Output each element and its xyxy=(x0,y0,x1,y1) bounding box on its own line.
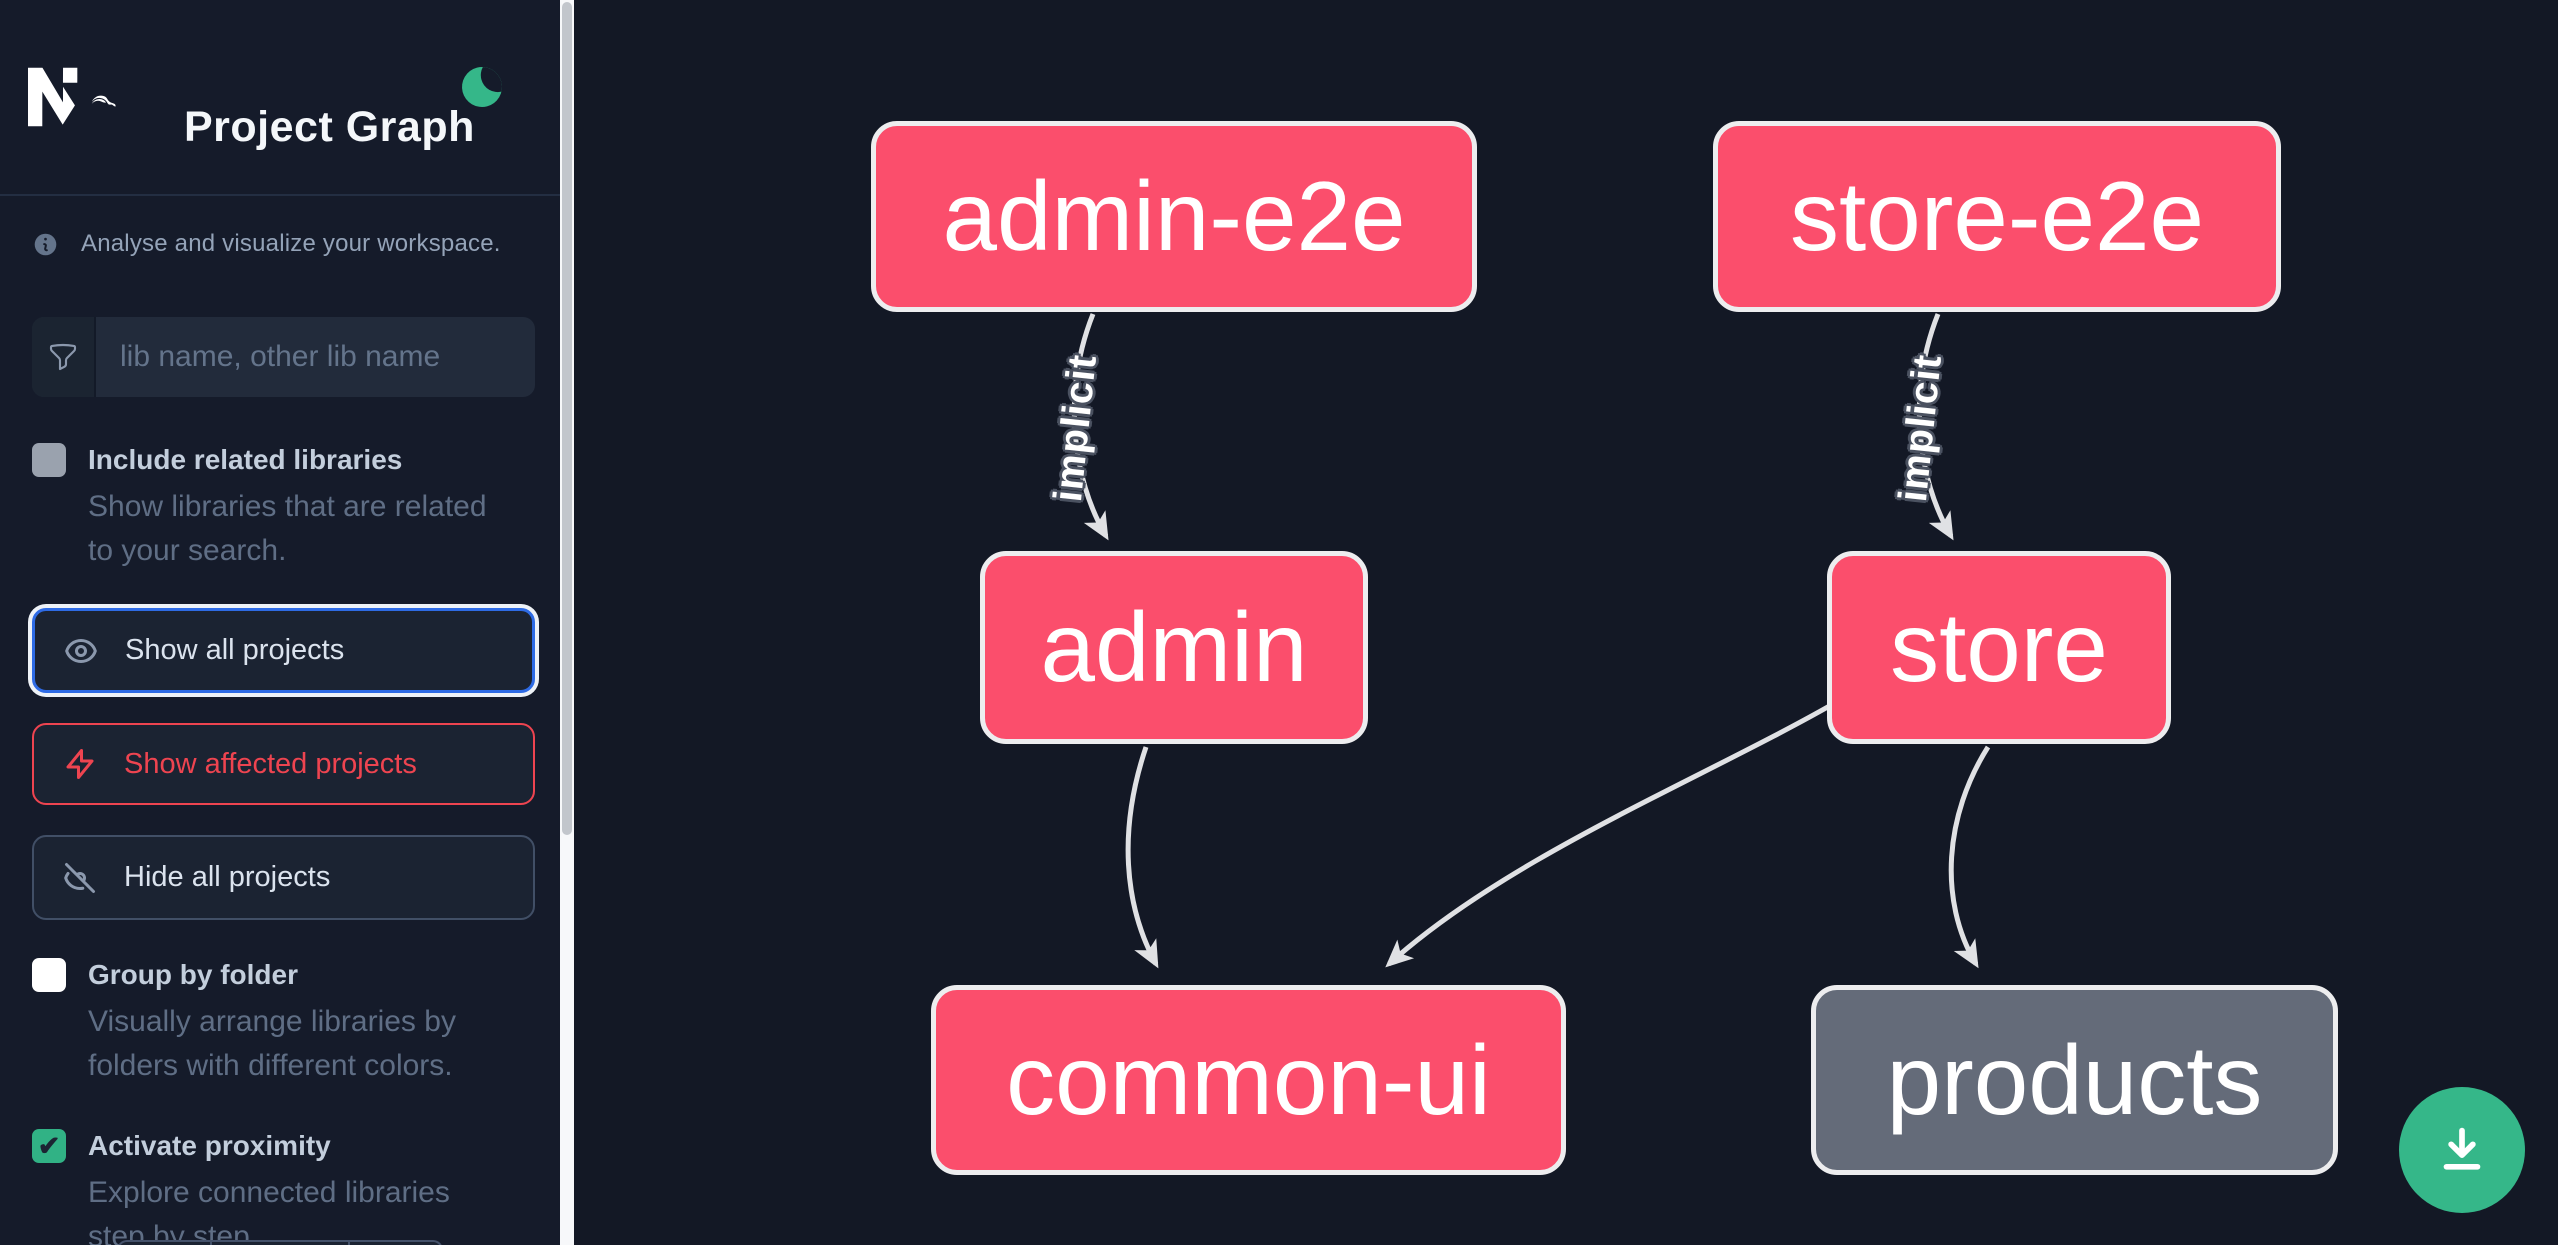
nx-logo-icon xyxy=(28,67,116,127)
hide-all-projects-button[interactable]: Hide all projects xyxy=(32,835,535,920)
activate-proximity-row: Activate proximity Explore connected lib… xyxy=(32,1127,508,1245)
proximity-value xyxy=(210,1242,348,1245)
include-related-row: Include related libraries Show libraries… xyxy=(32,441,508,573)
edge-store-e2e-store xyxy=(1916,313,1954,541)
sidebar: Project Graph Analyse and visualize your… xyxy=(0,0,560,1245)
graph-canvas[interactable]: implicit implicit admin-e2e store-e2e ad… xyxy=(574,0,2558,1245)
node-label: admin-e2e xyxy=(942,161,1406,271)
node-admin[interactable]: admin xyxy=(980,551,1368,744)
sidebar-scrollbar[interactable] xyxy=(560,0,574,1245)
edge-store-common-ui xyxy=(1385,697,1842,968)
graph-edges xyxy=(1071,313,1991,969)
include-related-label: Include related libraries xyxy=(88,444,403,475)
node-label: common-ui xyxy=(1006,1024,1491,1135)
funnel-icon xyxy=(49,343,77,371)
sidebar-header: Project Graph xyxy=(0,0,560,196)
download-image-button[interactable] xyxy=(2399,1087,2525,1213)
node-store[interactable]: store xyxy=(1827,551,2171,744)
include-related-description: Show libraries that are related to your … xyxy=(88,490,487,567)
search-box xyxy=(32,317,535,397)
node-label: products xyxy=(1886,1024,2263,1135)
workspace-tagline: Analyse and visualize your workspace. xyxy=(32,230,501,258)
edge-admin-e2e-admin xyxy=(1071,313,1109,541)
node-label: store-e2e xyxy=(1789,161,2204,271)
node-store-e2e[interactable]: store-e2e xyxy=(1713,121,2281,312)
filter-icon-cell xyxy=(32,317,96,397)
show-all-projects-button[interactable]: Show all projects xyxy=(32,608,535,693)
edge-store-products xyxy=(1948,745,1991,969)
node-products[interactable]: products xyxy=(1811,985,2338,1175)
activate-proximity-checkbox[interactable] xyxy=(32,1129,66,1163)
moon-icon xyxy=(459,64,505,110)
search-input[interactable] xyxy=(96,317,535,397)
node-admin-e2e[interactable]: admin-e2e xyxy=(871,121,1477,312)
page-title: Project Graph xyxy=(184,102,475,151)
activate-proximity-label: Activate proximity xyxy=(88,1130,331,1161)
group-by-folder-label: Group by folder xyxy=(88,959,298,990)
lightning-bolt-icon xyxy=(66,749,94,779)
group-by-folder-description: Visually arrange libraries by folders wi… xyxy=(88,1005,456,1082)
proximity-increment-button[interactable] xyxy=(348,1242,441,1245)
eye-off-icon xyxy=(64,862,95,893)
info-icon xyxy=(34,233,57,255)
show-all-projects-label: Show all projects xyxy=(125,634,345,666)
node-common-ui[interactable]: common-ui xyxy=(931,985,1566,1175)
node-label: admin xyxy=(1040,592,1308,702)
theme-toggle-button[interactable] xyxy=(459,64,508,110)
eye-icon xyxy=(65,638,97,663)
download-icon xyxy=(2443,1127,2481,1170)
node-label: store xyxy=(1890,592,2108,702)
edge-admin-common-ui xyxy=(1125,746,1159,969)
tagline-text: Analyse and visualize your workspace. xyxy=(81,230,501,257)
scrollbar-thumb[interactable] xyxy=(562,2,572,835)
include-related-checkbox[interactable] xyxy=(32,443,66,477)
show-affected-projects-button[interactable]: Show affected projects xyxy=(32,723,535,805)
activate-proximity-description: Explore connected libraries step by step… xyxy=(88,1176,450,1245)
group-by-folder-row: Group by folder Visually arrange librari… xyxy=(32,956,508,1088)
hide-all-projects-label: Hide all projects xyxy=(124,861,331,893)
group-by-folder-checkbox[interactable] xyxy=(32,958,66,992)
proximity-stepper[interactable] xyxy=(117,1240,443,1245)
show-affected-projects-label: Show affected projects xyxy=(124,747,417,780)
